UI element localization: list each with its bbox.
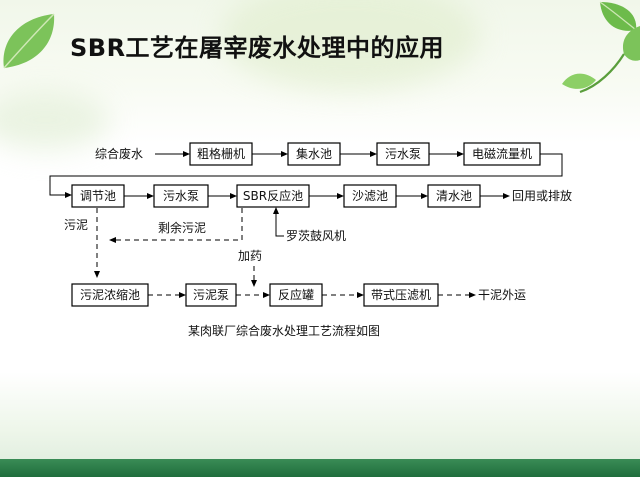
svg-text:SBR反应池: SBR反应池 (243, 188, 303, 203)
svg-text:调节池: 调节池 (80, 189, 116, 203)
svg-text:反应罐: 反应罐 (278, 287, 314, 302)
arrow-head (183, 151, 190, 157)
arrow-head (469, 292, 476, 298)
leaf-decoration-right-icon (562, 1, 640, 94)
svg-text:污泥泵: 污泥泵 (193, 288, 229, 302)
label-chemical-dosing: 加药 (238, 249, 262, 263)
node-sludge-thickener: 污泥浓缩池 (71, 283, 149, 307)
node-sand-filter: 沙滤池 (343, 184, 397, 208)
node-clear-water-tank: 清水池 (427, 184, 481, 208)
arrow-head (273, 207, 279, 214)
node-sewage-pump-2: 污水泵 (153, 184, 209, 208)
arrow-head (457, 151, 464, 157)
svg-text:污泥浓缩池: 污泥浓缩池 (80, 287, 140, 302)
node-reaction-tank: 反应罐 (269, 283, 323, 307)
svg-text:粗格栅机: 粗格栅机 (197, 146, 245, 161)
bottom-decorative-band (0, 459, 640, 477)
arrow-head (281, 151, 288, 157)
svg-text:污水泵: 污水泵 (385, 147, 421, 161)
arrow-head (147, 193, 154, 199)
blower-connector (275, 213, 284, 237)
slide-title: SBR工艺在屠宰废水处理中的应用 (70, 34, 445, 62)
arrow-head (109, 237, 116, 243)
node-sewage-pump-1: 污水泵 (376, 142, 430, 166)
node-equalization-tank: 调节池 (71, 184, 125, 208)
wrap-connector (49, 153, 563, 196)
label-excess-sludge: 剩余污泥 (158, 220, 206, 235)
arrow-head (65, 192, 72, 198)
svg-text:带式压滤机: 带式压滤机 (371, 288, 431, 302)
svg-text:沙滤池: 沙滤池 (352, 189, 388, 203)
arrow-head (370, 151, 377, 157)
arrow-head (230, 193, 237, 199)
node-sludge-pump: 污泥泵 (185, 283, 237, 307)
arrow-head (357, 292, 364, 298)
arrow-head (94, 271, 100, 278)
node-belt-filter-press: 带式压滤机 (363, 283, 439, 307)
node-electromagnetic-flowmeter: 电磁流量机 (463, 142, 541, 166)
arrow-head (337, 193, 344, 199)
arrow-head (263, 292, 270, 298)
leaf-decoration-left-icon (3, 13, 55, 69)
svg-text:清水池: 清水池 (436, 189, 472, 203)
label-roots-blower: 罗茨鼓风机 (286, 229, 346, 243)
arrow-head (251, 280, 257, 287)
node-collection-tank: 集水池 (287, 142, 341, 166)
output-label-reuse-or-discharge: 回用或排放 (512, 188, 572, 203)
node-sbr-reactor: SBR反应池 (236, 184, 310, 208)
arrow-head (503, 193, 510, 199)
svg-text:电磁流量机: 电磁流量机 (472, 146, 532, 161)
output-label-dry-sludge-removal: 干泥外运 (478, 288, 526, 302)
background-foliage-blur (220, 0, 480, 90)
label-sludge: 污泥 (64, 218, 88, 232)
excess-sludge-dashed-line (116, 208, 243, 241)
svg-text:集水池: 集水池 (296, 146, 332, 161)
flowchart-caption: 某肉联厂综合废水处理工艺流程如图 (188, 323, 380, 338)
input-label-wastewater: 综合废水 (95, 146, 143, 161)
svg-text:污水泵: 污水泵 (163, 189, 199, 203)
arrow-head (179, 292, 186, 298)
arrow-head (421, 193, 428, 199)
background-foliage-blur (0, 90, 110, 150)
node-coarse-screen: 粗格栅机 (189, 142, 253, 166)
